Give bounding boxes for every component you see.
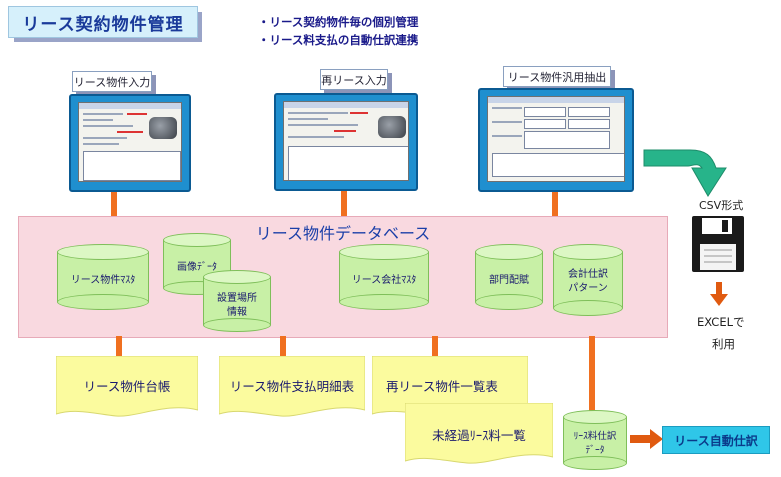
screen-label-re-lease-input: 再リース入力 [320, 69, 388, 90]
connector-line [111, 192, 117, 217]
phone-icon [149, 117, 177, 139]
journal-data-store: ﾘｰｽ料仕訳 ﾃﾞｰﾀ [563, 410, 627, 470]
screen-monitor-lease-input [69, 94, 191, 192]
connector-line [432, 336, 438, 356]
page-title: リース契約物件管理 [8, 6, 198, 38]
screen-monitor-re-lease-input [274, 93, 418, 191]
connector-line [116, 336, 122, 356]
report-document-re-lease-list: 再リース物件一覧表 [372, 356, 528, 422]
down-arrow-icon [710, 282, 728, 306]
connector-line [280, 336, 286, 356]
screen-monitor-extraction [478, 88, 634, 192]
db-table-install-location: 設置場所 情報 [203, 270, 271, 332]
title-block: リース契約物件管理 [8, 6, 202, 42]
connector-line [589, 336, 595, 412]
auto-journal-label: リース自動仕訳 [662, 426, 770, 454]
bullet-item: ・リース契約物件毎の個別管理 [258, 15, 419, 29]
report-document-payment-detail: リース物件支払明細表 [219, 356, 365, 422]
db-table-department-allocation: 部門配賦 [475, 244, 543, 310]
database-title: リース物件データベース [255, 224, 431, 243]
db-table-lease-master: リース物件ﾏｽﾀ [57, 244, 149, 310]
screen-label-extraction: リース物件汎用抽出 [503, 66, 611, 87]
csv-format-label: CSV形式 [699, 199, 744, 212]
connector-line [552, 192, 558, 217]
report-document-unexpired-lease: 未経過ﾘｰｽ料一覧 [405, 403, 553, 469]
excel-use-line2: 利用 [712, 337, 735, 351]
bullet-item: ・リース料支払の自動仕訳連携 [258, 33, 419, 47]
db-table-journal-pattern: 会計仕訳 パターン [553, 244, 623, 316]
db-table-lease-company-master: リース会社ﾏｽﾀ [339, 244, 429, 310]
floppy-disk-icon [692, 216, 744, 272]
excel-use-line1: EXCELで [697, 315, 745, 329]
screen-label-lease-input: リース物件入力 [72, 71, 152, 92]
report-document-ledger: リース物件台帳 [56, 356, 198, 422]
connector-line [341, 191, 347, 217]
phone-icon [378, 116, 406, 138]
export-arrow-icon [643, 149, 727, 197]
auto-journal-arrow-icon [630, 429, 663, 449]
